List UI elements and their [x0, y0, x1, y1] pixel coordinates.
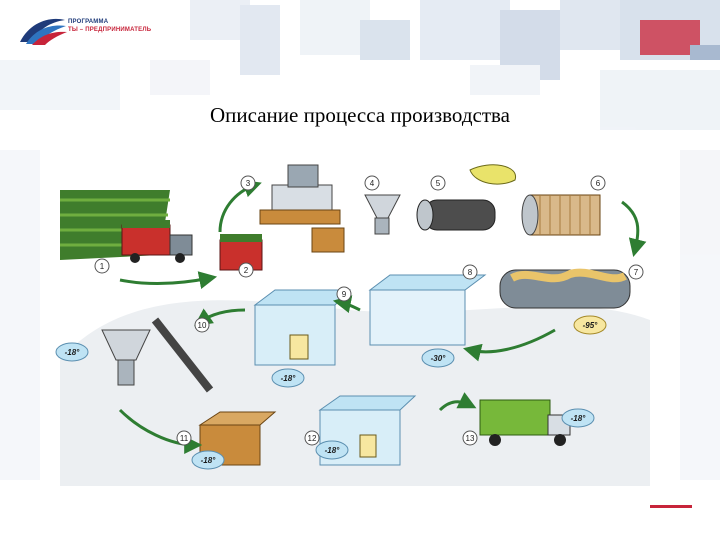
step-4: 4: [364, 175, 380, 191]
step-7: 7: [628, 264, 644, 280]
step-1: 1: [94, 258, 110, 274]
svg-text:5: 5: [436, 179, 441, 188]
logo-text: ПРОГРАММА ТЫ – ПРЕДПРИНИМАТЕЛЬ: [68, 18, 151, 34]
svg-text:-95°: -95°: [583, 321, 599, 330]
step-11: 11: [176, 430, 192, 446]
arrow-8-9: [332, 295, 361, 313]
delivery-truck-illustration: [479, 399, 571, 446]
funnel-illustration: [364, 194, 401, 235]
peeling-drum-illustration: [416, 164, 516, 231]
program-logo: [20, 18, 67, 45]
svg-text:-18°: -18°: [571, 414, 587, 423]
step-13: 13: [462, 430, 478, 446]
arrow-12-13: [438, 392, 477, 412]
slicing-machine-illustration: [521, 194, 601, 236]
sorting-machine-illustration: [259, 164, 345, 253]
arrow-6-7: [621, 200, 647, 257]
step-3: 3: [240, 175, 256, 191]
harvest-truck-illustration: [121, 220, 193, 263]
temp-badge-packaging: -18°: [55, 342, 89, 362]
step-numbers: 1 2 3 4 5 6 7 8 9 10 11 12 13: [94, 175, 644, 446]
svg-text:11: 11: [180, 434, 189, 443]
production-process-diagram: 1 2 3 4 5 6 7 8 9 10 11 12 13 -18° -18° …: [50, 160, 662, 486]
svg-text:-18°: -18°: [201, 456, 217, 465]
svg-text:-18°: -18°: [65, 348, 81, 357]
accent-line: [650, 505, 692, 508]
svg-text:12: 12: [308, 434, 317, 443]
svg-text:4: 4: [370, 179, 375, 188]
svg-text:7: 7: [634, 268, 639, 277]
svg-text:-18°: -18°: [281, 374, 297, 383]
temp-badge-freezer: -18°: [271, 368, 305, 388]
logo-line-1: ПРОГРАММА: [68, 19, 109, 25]
svg-text:6: 6: [596, 179, 601, 188]
logo-line-2: ТЫ – ПРЕДПРИНИМАТЕЛЬ: [68, 27, 152, 33]
shipping-box-illustration: [198, 411, 277, 466]
svg-text:-30°: -30°: [431, 354, 447, 363]
temp-badge-fryer: -95°: [573, 315, 607, 335]
step-10: 10: [194, 317, 210, 333]
packaging-line-illustration: [101, 317, 214, 393]
step-6: 6: [590, 175, 606, 191]
step-8: 8: [462, 264, 478, 280]
arrow-7-8: [463, 328, 556, 362]
step-9: 9: [336, 286, 352, 302]
svg-text:8: 8: [468, 268, 473, 277]
svg-text:-18°: -18°: [325, 446, 341, 455]
page-title: Описание процесса производства: [210, 103, 510, 127]
arrow-1-2: [119, 271, 218, 289]
svg-text:3: 3: [246, 179, 251, 188]
cooling-chamber-illustration: [368, 274, 487, 346]
temp-badge-storage: -18°: [315, 440, 349, 460]
svg-text:10: 10: [198, 321, 207, 330]
temp-badge-box: -18°: [191, 450, 225, 470]
step-12: 12: [304, 430, 320, 446]
freezer-building-illustration: [253, 289, 352, 366]
fryer-illustration: [499, 268, 631, 309]
svg-text:9: 9: [342, 290, 347, 299]
svg-text:13: 13: [466, 434, 475, 443]
step-5: 5: [430, 175, 446, 191]
temperature-badges: -18° -18° -18° -18° -18° -30° -95°: [55, 315, 607, 470]
temp-badge-cooling: -30°: [421, 348, 455, 368]
svg-text:1: 1: [100, 262, 105, 271]
temp-badge-truck: -18°: [561, 408, 595, 428]
svg-text:2: 2: [244, 266, 249, 275]
step-2: 2: [238, 262, 254, 278]
